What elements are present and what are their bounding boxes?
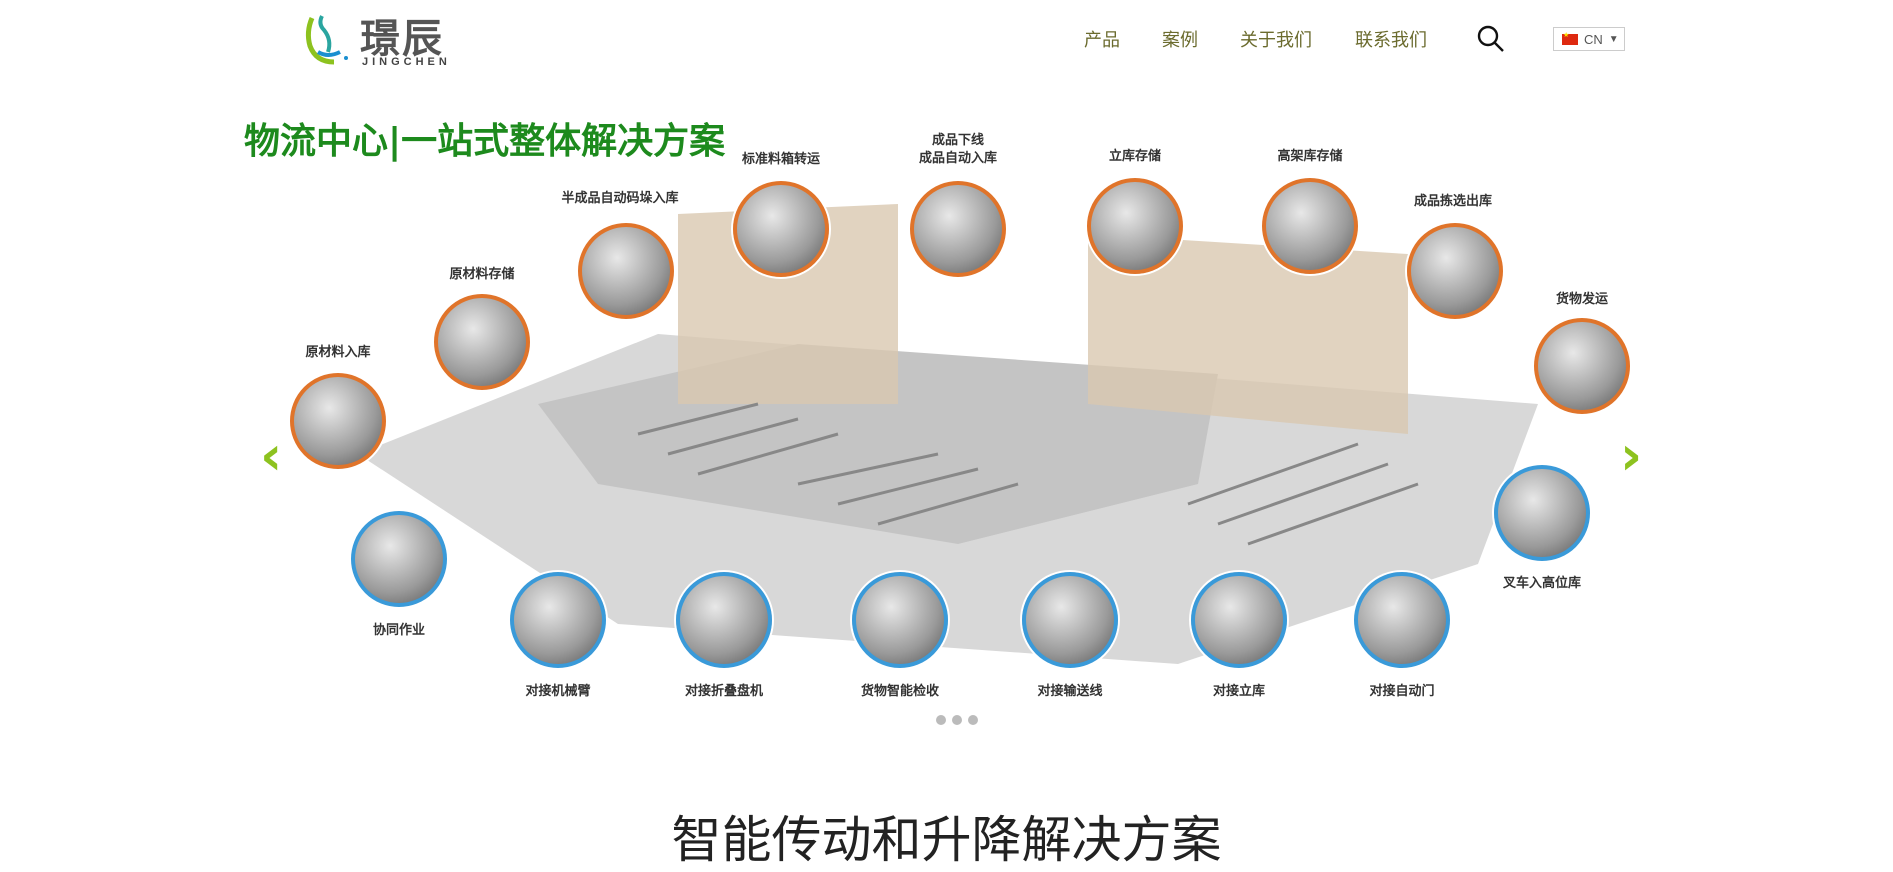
logo-text: 璟辰 bbox=[360, 16, 444, 62]
label-raw-inbound: 原材料入库 bbox=[305, 345, 371, 360]
label-asrs-storage: 立库存储 bbox=[1108, 149, 1162, 164]
nav-contact[interactable]: 联系我们 bbox=[1355, 30, 1427, 51]
section-title: 智能传动和升降解决方案 bbox=[671, 811, 1222, 869]
logo-subtext: JINGCHEN bbox=[362, 56, 451, 68]
language-label: CN bbox=[1584, 31, 1603, 47]
pallet-folder-image bbox=[676, 572, 772, 668]
finished-inbound-image bbox=[910, 181, 1006, 277]
pagination-dot[interactable] bbox=[952, 715, 962, 725]
hero-carousel[interactable]: 物流中心|一站式整体解决方案 原材料入库 原材料存储 半成品自动码垛入库 标准料… bbox=[238, 104, 1655, 708]
label-asrs-dock: 对接立库 bbox=[1212, 684, 1266, 699]
robot-arm-image bbox=[510, 572, 606, 668]
label-semi-finished: 半成品自动码垛入库 bbox=[561, 191, 679, 206]
inspection-image bbox=[852, 572, 948, 668]
nav-products[interactable]: 产品 bbox=[1084, 30, 1120, 51]
label-bin-transfer: 标准料箱转运 bbox=[741, 152, 821, 167]
label-auto-door: 对接自动门 bbox=[1369, 684, 1435, 699]
nav-cases[interactable]: 案例 bbox=[1162, 30, 1198, 51]
raw-inbound-image bbox=[290, 373, 386, 469]
label-finished-offline: 成品下线成品自动入库 bbox=[919, 132, 997, 168]
next-slide-icon[interactable]: › bbox=[1620, 424, 1643, 487]
bin-transfer-image bbox=[733, 181, 829, 277]
conveyor-image bbox=[1022, 572, 1118, 668]
high-bay-image bbox=[1262, 178, 1358, 274]
chevron-down-icon: ▼ bbox=[1608, 33, 1619, 45]
label-collab: 协同作业 bbox=[372, 623, 426, 638]
picking-image bbox=[1407, 223, 1503, 319]
semi-finished-image bbox=[578, 223, 674, 319]
logo[interactable]: 璟辰 JINGCHEN bbox=[298, 10, 468, 70]
label-line-1: 成品下线 bbox=[931, 133, 985, 148]
label-conveyor: 对接输送线 bbox=[1037, 684, 1103, 699]
label-raw-storage: 原材料存储 bbox=[449, 267, 515, 282]
shipping-image bbox=[1534, 318, 1630, 414]
asrs-storage-image bbox=[1087, 178, 1183, 274]
label-picking: 成品拣选出库 bbox=[1413, 194, 1493, 209]
label-inspection: 货物智能检收 bbox=[860, 684, 940, 699]
label-pallet-folder: 对接折叠盘机 bbox=[684, 684, 764, 699]
nav-about[interactable]: 关于我们 bbox=[1240, 30, 1312, 51]
label-shipping: 货物发运 bbox=[1555, 292, 1609, 307]
forklift-image bbox=[1494, 465, 1590, 561]
label-forklift: 叉车入高位库 bbox=[1502, 576, 1582, 591]
label-robot-arm: 对接机械臂 bbox=[525, 684, 591, 699]
collab-image bbox=[351, 511, 447, 607]
label-high-bay: 高架库存储 bbox=[1277, 149, 1343, 164]
search-icon[interactable] bbox=[1476, 24, 1506, 58]
pagination-dot[interactable] bbox=[968, 715, 978, 725]
auto-door-image bbox=[1354, 572, 1450, 668]
language-selector[interactable]: CN ▼ bbox=[1553, 27, 1625, 51]
label-line-2: 成品自动入库 bbox=[918, 151, 998, 166]
asrs-dock-image bbox=[1191, 572, 1287, 668]
logo-mark-icon bbox=[305, 15, 348, 65]
pagination-dot[interactable] bbox=[936, 715, 946, 725]
china-flag-icon bbox=[1562, 31, 1578, 45]
raw-storage-image bbox=[434, 294, 530, 390]
banner-heading: 物流中心|一站式整体解决方案 bbox=[244, 121, 726, 162]
prev-slide-icon[interactable]: ‹ bbox=[260, 424, 283, 487]
carousel-pagination bbox=[936, 715, 978, 725]
